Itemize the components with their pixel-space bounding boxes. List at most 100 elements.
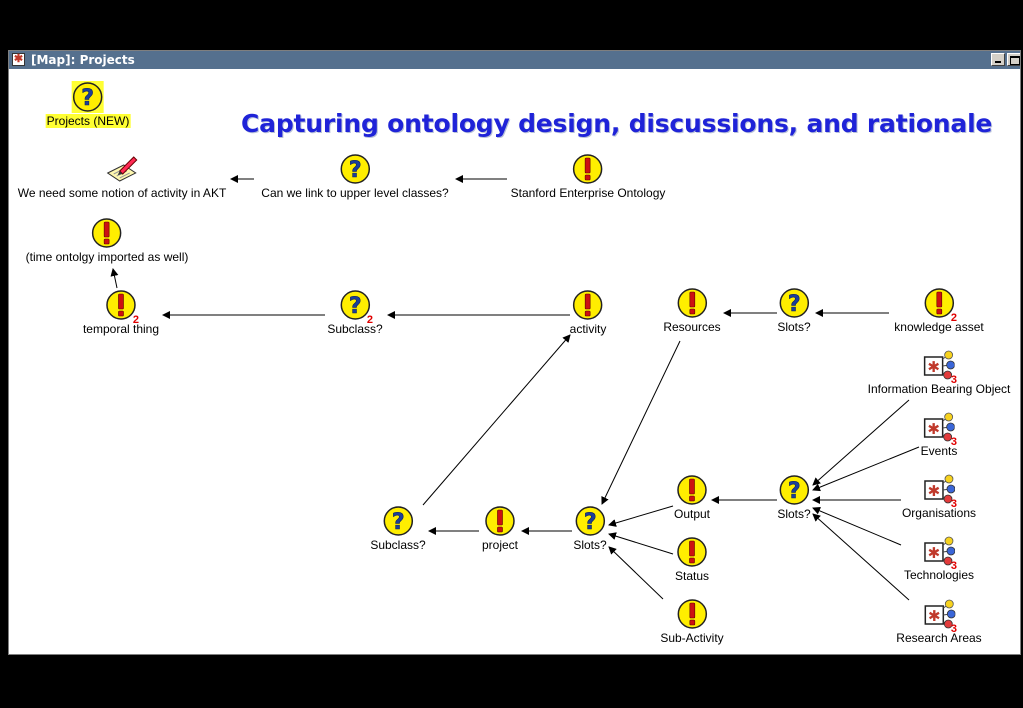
question-icon: ?	[778, 474, 810, 506]
link[interactable]	[601, 340, 681, 505]
node-label: Projects (NEW)	[45, 114, 131, 128]
link-count-badge: 3	[950, 374, 957, 386]
node-research-areas[interactable]: ✱3 Research Areas	[896, 598, 982, 645]
link-layer	[110, 175, 920, 601]
node-label: Research Areas	[896, 631, 982, 645]
window-title: [Map]: Projects	[31, 53, 135, 67]
node-label: Slots?	[777, 320, 811, 334]
svg-text:✱: ✱	[928, 607, 941, 625]
node-slots-top[interactable]: ? Slots?	[777, 287, 811, 334]
map-icon: ✱3	[923, 598, 957, 635]
node-label: Subclass?	[327, 322, 383, 336]
map-canvas[interactable]: Capturing ontology design, discussions, …	[9, 69, 1020, 654]
question-icon: ?	[71, 81, 104, 113]
link-count-badge: 2	[950, 312, 957, 324]
svg-text:?: ?	[349, 294, 362, 319]
maximize-button[interactable]	[1007, 53, 1020, 66]
link[interactable]	[110, 268, 119, 289]
link-count-badge: 2	[366, 314, 373, 326]
question-icon: ?2	[339, 289, 373, 326]
node-subclass-bottom[interactable]: ? Subclass?	[370, 505, 426, 552]
svg-text:✱: ✱	[928, 358, 941, 376]
svg-text:?: ?	[584, 510, 597, 535]
node-projects-new[interactable]: ? Projects (NEW)	[45, 81, 131, 128]
link[interactable]	[608, 546, 664, 600]
svg-text:?: ?	[392, 510, 405, 535]
exclamation-icon: 2	[105, 289, 139, 326]
node-subclass-top[interactable]: ?2 Subclass?	[327, 289, 383, 336]
node-label: Status	[674, 569, 710, 583]
exclamation-icon	[484, 505, 516, 537]
svg-text:?: ?	[788, 479, 801, 504]
node-label: temporal thing	[82, 322, 160, 336]
map-icon: ✱3	[923, 349, 957, 386]
svg-text:✱: ✱	[928, 544, 941, 562]
node-label: Stanford Enterprise Ontology	[510, 186, 666, 200]
node-resources[interactable]: Resources	[663, 287, 721, 334]
node-label: Sub-Activity	[660, 631, 724, 645]
app-icon[interactable]: ✱	[12, 53, 25, 66]
node-label: Resources	[663, 320, 721, 334]
link-count-badge: 2	[132, 314, 139, 326]
node-organisations[interactable]: ✱ 3 Organisations	[902, 473, 976, 520]
title-bar[interactable]: ✱ [Map]: Projects	[9, 51, 1020, 69]
node-activity[interactable]: activity	[569, 289, 607, 336]
link[interactable]	[812, 513, 910, 601]
link-count-badge: 3	[950, 623, 957, 635]
node-label: Can we link to upper level classes?	[261, 186, 449, 200]
node-status[interactable]: Status	[675, 536, 709, 583]
node-slots-right[interactable]: ? Slots?	[777, 474, 811, 521]
node-events[interactable]: ✱3 Events	[921, 411, 957, 458]
node-label: Information Bearing Object	[867, 382, 1011, 396]
link-count-badge: 3	[950, 436, 957, 448]
node-label: activity	[569, 322, 607, 336]
minimize-button[interactable]	[991, 53, 1005, 66]
node-label: Technologies	[903, 568, 975, 582]
link[interactable]	[812, 446, 920, 492]
node-sub-activity[interactable]: Sub-Activity	[660, 598, 724, 645]
svg-text:?: ?	[82, 86, 95, 111]
node-label: Slots?	[777, 507, 811, 521]
map-window: ✱ [Map]: Projects	[8, 50, 1021, 655]
node-technologies[interactable]: ✱3 Technologies	[904, 535, 974, 582]
link[interactable]	[422, 334, 571, 506]
link-count-badge: 3	[950, 498, 957, 510]
question-icon: ?	[339, 153, 371, 185]
exclamation-icon	[572, 289, 604, 321]
svg-text:✱: ✱	[928, 482, 941, 500]
svg-text:?: ?	[788, 292, 801, 317]
map-icon: ✱3	[923, 411, 957, 448]
node-label: Organisations	[901, 506, 977, 520]
node-project[interactable]: project	[482, 505, 518, 552]
link[interactable]	[608, 505, 674, 527]
node-need-activity[interactable]: We need some notion of activity in AKT	[17, 153, 227, 200]
node-label: project	[481, 538, 519, 552]
node-stanford[interactable]: Stanford Enterprise Ontology	[510, 153, 666, 200]
node-knowledge-asset[interactable]: 2 knowledge asset	[894, 287, 984, 334]
map-heading: Capturing ontology design, discussions, …	[241, 109, 993, 138]
map-icon: ✱3	[923, 535, 957, 572]
svg-text:?: ?	[349, 158, 362, 183]
node-label: Subclass?	[370, 538, 426, 552]
question-icon: ?	[778, 287, 810, 319]
exclamation-icon	[676, 598, 708, 630]
node-time-ontology[interactable]: (time ontolgy imported as well)	[26, 217, 188, 264]
node-can-we-link[interactable]: ? Can we link to upper level classes?	[261, 153, 449, 200]
node-output[interactable]: Output	[674, 474, 710, 521]
node-info-bearing[interactable]: ✱3 Information Bearing Object	[867, 349, 1011, 396]
exclamation-icon	[676, 474, 708, 506]
exclamation-icon: 2	[923, 287, 957, 324]
link[interactable]	[608, 532, 674, 555]
exclamation-icon	[676, 287, 708, 319]
link[interactable]	[812, 399, 910, 486]
node-label: Slots?	[573, 538, 607, 552]
exclamation-icon	[91, 217, 123, 249]
link[interactable]	[812, 507, 902, 546]
question-icon: ?	[382, 505, 414, 537]
node-temporal-thing[interactable]: 2 temporal thing	[83, 289, 159, 336]
svg-text:✱: ✱	[928, 420, 941, 438]
node-slots-bottom[interactable]: ? Slots?	[573, 505, 607, 552]
exclamation-icon	[676, 536, 708, 568]
exclamation-icon	[572, 153, 604, 185]
node-label: We need some notion of activity in AKT	[17, 186, 227, 200]
